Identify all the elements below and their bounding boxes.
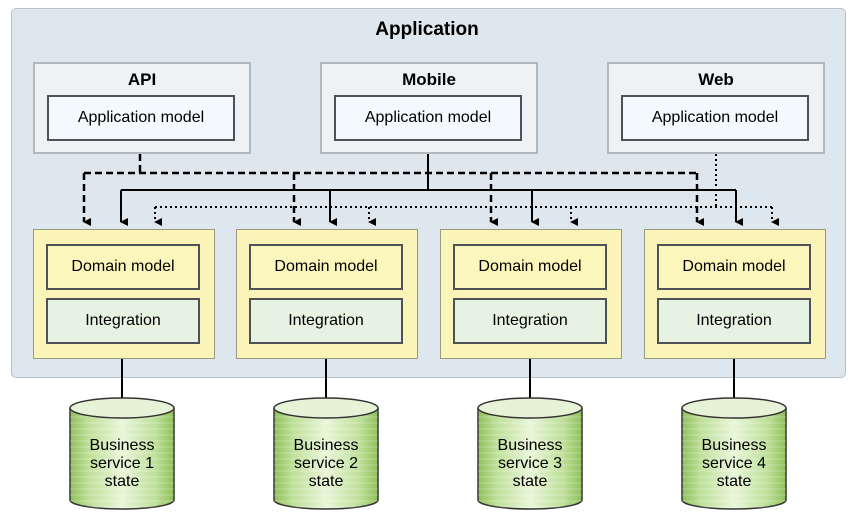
service-4-integration: Integration: [657, 298, 811, 344]
service-2-domain-model: Domain model: [249, 244, 403, 290]
mobile-client-title: Mobile: [402, 70, 456, 89]
service-1: Domain model Integration: [33, 229, 215, 359]
store-4-label: Business service 4 state: [681, 437, 787, 491]
web-client: Web Application model: [607, 62, 825, 154]
mobile-application-model: Application model: [334, 95, 522, 141]
service-3-integration: Integration: [453, 298, 607, 344]
store-4-line-2: service 4: [701, 455, 767, 472]
store-1-line-3: state: [104, 473, 140, 490]
store-4-line-3: state: [716, 473, 752, 490]
api-connectors: [82, 154, 704, 226]
service-3-domain-model: Domain model: [453, 244, 607, 290]
store-1-line-1: Business: [89, 437, 155, 454]
api-application-model: Application model: [47, 95, 235, 141]
data-store-1: [69, 397, 175, 510]
service-2: Domain model Integration: [236, 229, 418, 359]
store-1-line-2: service 1: [89, 455, 155, 472]
api-client: API Application model: [33, 62, 251, 154]
store-2-line-3: state: [308, 473, 344, 490]
store-3-line-1: Business: [497, 437, 563, 454]
web-client-title: Web: [698, 70, 734, 89]
web-connectors: [154, 154, 779, 226]
service-4: Domain model Integration: [644, 229, 826, 359]
store-4-line-1: Business: [701, 437, 767, 454]
mobile-client: Mobile Application model: [320, 62, 538, 154]
service-1-domain-model: Domain model: [46, 244, 200, 290]
service-3: Domain model Integration: [440, 229, 622, 359]
store-3-line-2: service 3: [497, 455, 563, 472]
service-4-domain-model: Domain model: [657, 244, 811, 290]
data-store-3: [477, 397, 583, 510]
store-3-label: Business service 3 state: [477, 437, 583, 491]
service-2-integration: Integration: [249, 298, 403, 344]
store-2-line-2: service 2: [293, 455, 359, 472]
store-2-label: Business service 2 state: [273, 437, 379, 491]
application-title: Application: [375, 19, 479, 40]
store-2-line-1: Business: [293, 437, 359, 454]
store-1-label: Business service 1 state: [69, 437, 175, 491]
service-1-integration: Integration: [46, 298, 200, 344]
web-application-model: Application model: [621, 95, 809, 141]
data-store-2: [273, 397, 379, 510]
data-store-4: [681, 397, 787, 510]
store-3-line-3: state: [512, 473, 548, 490]
store-links: [121, 359, 735, 398]
api-client-title: API: [127, 70, 157, 89]
mobile-connectors: [120, 154, 743, 226]
